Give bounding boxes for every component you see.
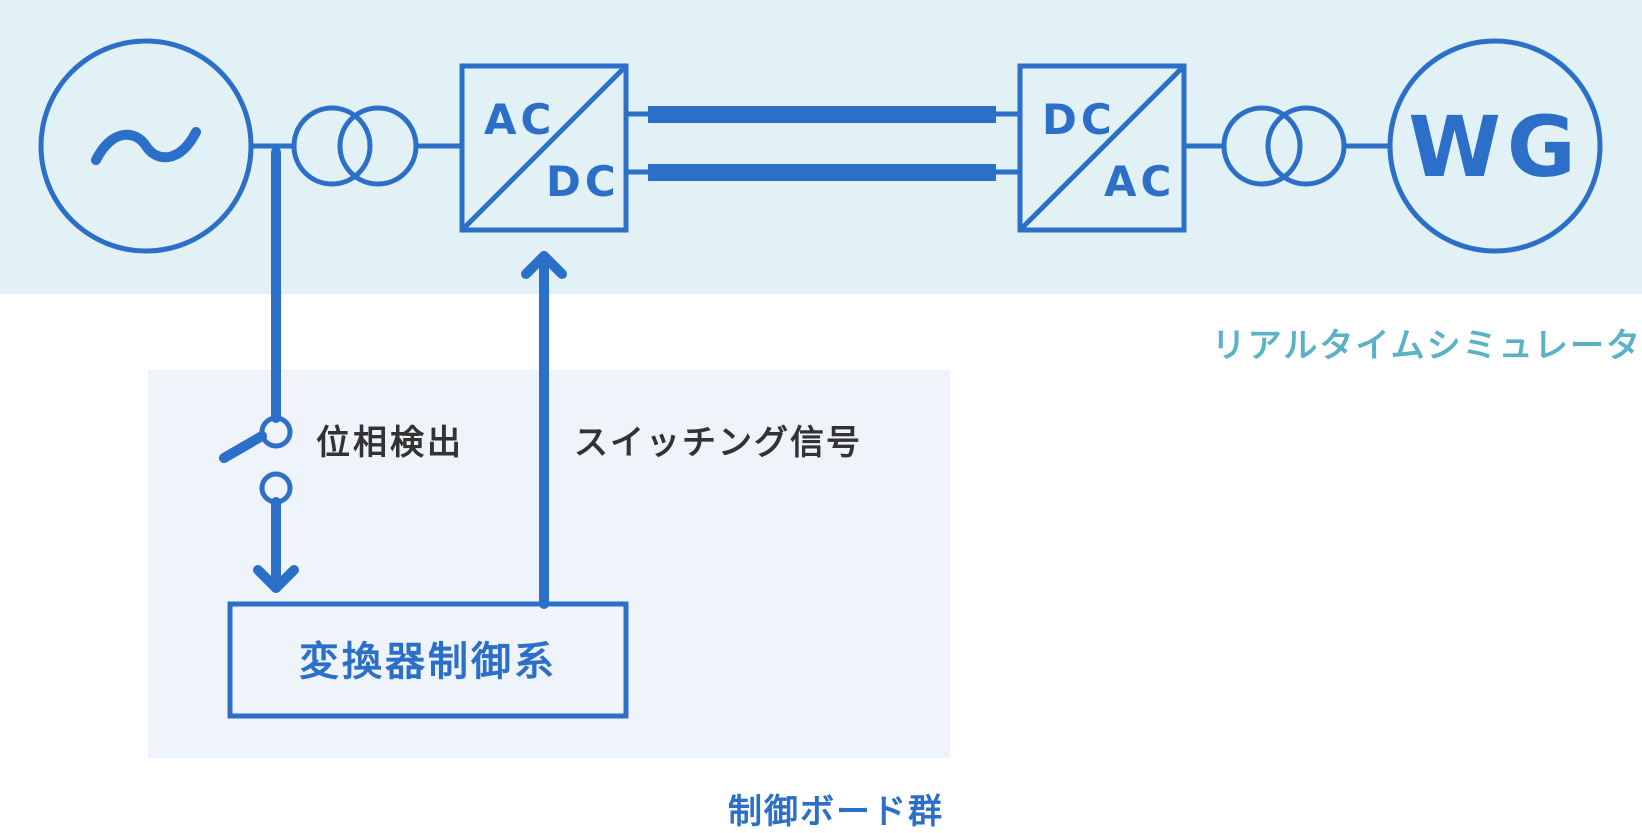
- converter1-ac-label: AC: [484, 95, 555, 144]
- sine-wave-icon: [91, 127, 201, 165]
- transformer-2: [1221, 105, 1347, 187]
- converter1-dc-label: DC: [546, 157, 620, 206]
- dc-link-positive: [648, 106, 996, 123]
- converter-control-label: 変換器制御系: [299, 639, 557, 685]
- dc-link-negative: [648, 164, 996, 181]
- switch-blade: [219, 431, 267, 463]
- converter2-dc-label: DC: [1042, 95, 1116, 144]
- ac-dc-converter-block: [459, 63, 629, 233]
- transformer-1: [291, 105, 419, 187]
- switching-signal-label: スイッチング信号: [574, 423, 862, 463]
- control-board-title: 制御ボード群: [728, 792, 944, 832]
- wind-generator-label: WG: [1408, 98, 1582, 196]
- wind-generator-circle: [1387, 38, 1603, 254]
- up-arrow-icon: [521, 251, 567, 279]
- converter-control-box: [227, 601, 629, 719]
- simulator-title: リアルタイムシミュレータ: [1211, 326, 1642, 366]
- converter2-ac-label: AC: [1104, 157, 1175, 206]
- phase-detection-label: 位相検出: [316, 423, 464, 463]
- down-arrow-icon: [253, 565, 299, 593]
